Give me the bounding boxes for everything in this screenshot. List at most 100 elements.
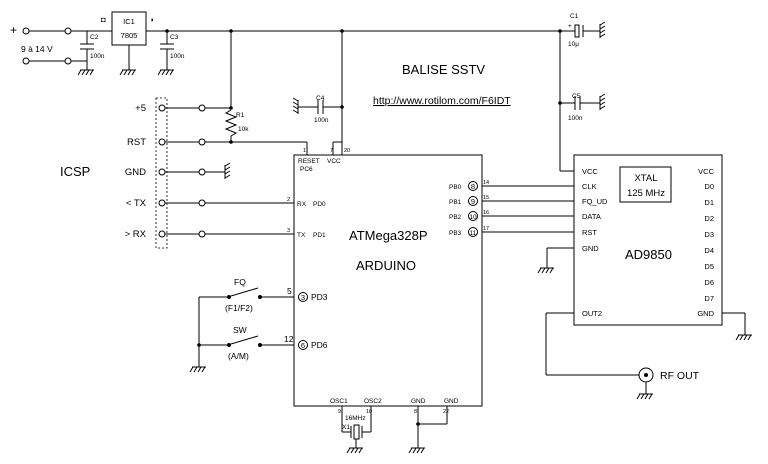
- pin-pd6: PD6: [311, 340, 328, 350]
- ic1-ref: IC1: [123, 17, 135, 26]
- pin-number: 12: [284, 334, 294, 344]
- regulator-output-marker: ◗: [150, 15, 155, 24]
- pin-reset: RESET: [298, 158, 320, 165]
- regulator-input-marker: ◘: [101, 15, 106, 24]
- dds-pin: D1: [704, 198, 714, 207]
- arduino-pin-marker: [468, 181, 478, 191]
- arduino-pin-number: 11: [470, 230, 477, 237]
- xtal-box: [619, 166, 672, 203]
- ground-symbol: [77, 69, 94, 76]
- icsp-pin-label: < TX: [126, 198, 147, 209]
- c2-ref: C2: [90, 34, 99, 41]
- input-voltage-label: 9 à 14 V: [21, 44, 53, 54]
- dds-name: AD9850: [625, 247, 672, 262]
- dds-pin: D6: [704, 278, 714, 287]
- icsp-pin-label: > RX: [125, 229, 147, 240]
- pin-pd0: PD0: [313, 201, 326, 208]
- pin-pb2: PB2: [449, 214, 462, 221]
- regulator-ic1: ◘ ◗ IC1 7805: [101, 11, 155, 76]
- mcu-atmega328p: ATMega328P ARDUINO 1 7 20 RESET PC6 VCC …: [284, 148, 489, 415]
- capacitor-c4: C4 100n: [292, 95, 344, 124]
- fq-label: FQ: [234, 277, 246, 287]
- icsp-pin-label: +5: [135, 103, 146, 114]
- ic1-value: 7805: [121, 31, 138, 40]
- c3-value: 100n: [170, 53, 185, 60]
- capacitor-c3: C3 100n: [157, 31, 185, 76]
- capacitor-c2: C2 100n: [80, 31, 105, 61]
- rf-output: RF OUT: [545, 312, 700, 400]
- dds-pin: D7: [704, 294, 714, 303]
- icsp-pin-label: RST: [127, 137, 146, 148]
- c1-value: 10µ: [568, 41, 579, 48]
- pin-number: 7: [330, 148, 333, 154]
- arduino-pin-number: 6: [301, 341, 305, 350]
- power-input: + 9 à 14 V: [10, 23, 112, 70]
- dds-pin: CLK: [582, 182, 597, 191]
- dds-ad9850: XTAL 125 MHz AD9850 VCC CLK FQ_UD DATA R…: [573, 154, 723, 326]
- pin-number: 2: [287, 197, 290, 203]
- arduino-pin-number: 10: [469, 214, 477, 221]
- dds-pin: D4: [704, 246, 714, 255]
- arduino-pin-marker: [298, 340, 308, 350]
- dds-pin: VCC: [698, 167, 714, 176]
- arduino-pin-number: 8: [471, 182, 475, 191]
- arduino-pin-marker: [468, 211, 478, 221]
- pin-number: 14: [483, 180, 489, 186]
- fq-sub: (F1/F2): [225, 303, 253, 313]
- pin-number: 8: [414, 409, 417, 415]
- xtal-frequency: 125 MHz: [627, 188, 665, 199]
- url-link[interactable]: http://www.rotilom.com/F6IDT: [373, 95, 511, 107]
- arduino-pin-number: 9: [471, 197, 475, 206]
- diagram-title: BALISE SSTV: [402, 62, 485, 77]
- pin-number: 1: [303, 148, 306, 154]
- dds-pin-out2: OUT2: [582, 309, 602, 318]
- dds-pin: D3: [704, 230, 714, 239]
- c5-ref: C5: [572, 93, 581, 100]
- sw-sub: (A/M): [228, 351, 249, 361]
- icsp-pin-label: GND: [125, 167, 146, 178]
- capacitor-c1: C1 + 10µ: [560, 13, 606, 48]
- pin-number: 17: [483, 226, 489, 232]
- icsp-label: ICSP: [60, 164, 90, 179]
- plus-sign: +: [10, 23, 17, 37]
- icsp-connector: [155, 97, 168, 249]
- rf-out-label: RF OUT: [660, 370, 700, 382]
- arduino-pin-marker: [468, 196, 478, 206]
- arduino-pin-number: 3: [301, 293, 305, 302]
- pin-gnd: GND: [411, 398, 426, 405]
- c1-polarity: +: [568, 23, 572, 30]
- pin-pc6: PC6: [300, 166, 313, 173]
- pin-rx: RX: [297, 201, 307, 208]
- dds-pin: GND: [582, 244, 599, 253]
- pin-osc2: OSC2: [364, 398, 382, 405]
- pin-number: 10: [366, 409, 372, 415]
- pin-pb1: PB1: [449, 199, 462, 206]
- pin-vcc: VCC: [327, 158, 341, 165]
- sw-label: SW: [233, 325, 247, 335]
- dds-ground-left: [537, 247, 574, 274]
- icsp-pins: +5 RST GND < TX > RX: [125, 103, 294, 240]
- dds-pin-gnd: GND: [697, 309, 714, 318]
- c3-ref: C3: [170, 34, 179, 41]
- switch-sw: SW (A/M): [197, 325, 294, 361]
- c1-ref: C1: [570, 13, 579, 20]
- mcu-ground: [408, 406, 448, 454]
- ground-symbol: [189, 366, 206, 373]
- dds-pin: D0: [704, 182, 714, 191]
- pin-gnd: GND: [444, 398, 459, 405]
- pin-osc1: OSC1: [330, 398, 348, 405]
- xtal-label: XTAL: [634, 173, 657, 184]
- switch-fq: FQ (F1/F2): [198, 277, 294, 367]
- pin-number: 9: [338, 409, 341, 415]
- c5-value: 100n: [568, 115, 583, 122]
- pin-pd3: PD3: [311, 292, 328, 302]
- mcu-name: ATMega328P: [349, 228, 428, 243]
- r1-value: 10k: [238, 126, 249, 133]
- arduino-pin-marker: [468, 227, 478, 237]
- pin-number: 15: [483, 195, 489, 201]
- mcu-subtitle: ARDUINO: [356, 258, 416, 273]
- dds-pin: VCC: [582, 167, 598, 176]
- pin-pb0: PB0: [449, 184, 462, 191]
- crystal-x1: 16MHz X1: [341, 406, 372, 454]
